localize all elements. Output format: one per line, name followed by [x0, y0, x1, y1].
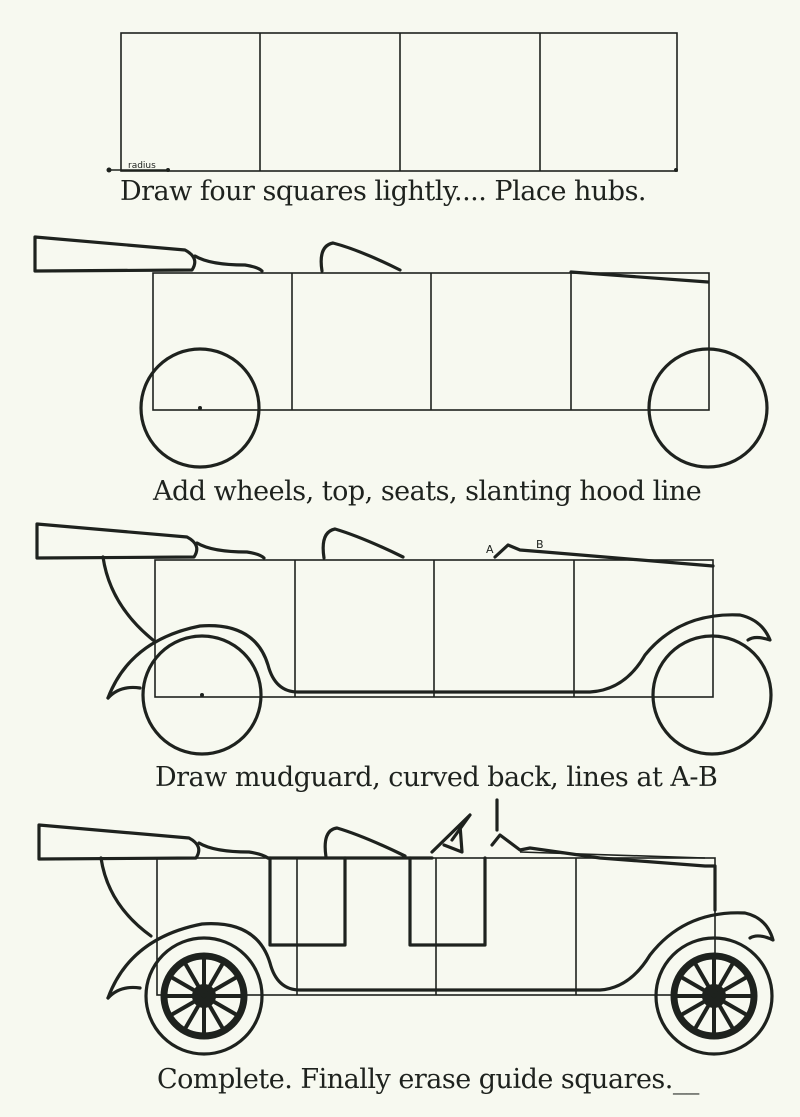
step-1-squares: radius [106, 32, 678, 173]
wheel-spoke [170, 994, 205, 1017]
front-wheel [647, 347, 769, 469]
step-4-caption: Complete. Finally erase guide squares.__ [157, 1064, 700, 1095]
step-4-car [37, 798, 775, 1056]
mudguard [106, 613, 772, 700]
step-1-caption: Draw four squares lightly.... Place hubs… [120, 176, 646, 207]
wheel-spoke [693, 962, 716, 998]
point-a-label: A [486, 543, 494, 556]
wheel-spoke [680, 975, 716, 998]
wheel-spoke [170, 975, 205, 998]
lines-a-b [493, 543, 715, 568]
wheel-spoke [712, 975, 748, 998]
step-2-caption: Add wheels, top, seats, slanting hood li… [152, 476, 701, 507]
wheel-spoke [202, 962, 225, 998]
wheel-spoke [183, 962, 206, 998]
step-2-car [33, 235, 769, 469]
front-door [408, 856, 487, 947]
radius-label: radius [128, 161, 156, 171]
wheel-spoke [203, 994, 238, 1017]
wheel-spoke [693, 994, 716, 1030]
curved-back [101, 555, 155, 642]
wheel-spoke [712, 994, 735, 1030]
point-b-label: B [536, 538, 544, 551]
hood-line [569, 270, 710, 284]
rear-door [268, 856, 347, 947]
seat [319, 241, 402, 273]
wheel-spoke [202, 994, 225, 1030]
wheel-spoke [203, 975, 238, 998]
folded-top [33, 235, 197, 273]
step-3-car: A B [35, 522, 773, 756]
wheel-spoke [712, 994, 748, 1017]
rear-wheel [139, 347, 261, 469]
wheel-spoke [680, 994, 716, 1017]
wheel-spoke [712, 962, 735, 998]
hub-dot-right [674, 168, 678, 172]
wheel-spoke [183, 994, 206, 1030]
steering-wheel [430, 813, 472, 854]
step-3-caption: Draw mudguard, curved back, lines at A-B [155, 762, 717, 793]
